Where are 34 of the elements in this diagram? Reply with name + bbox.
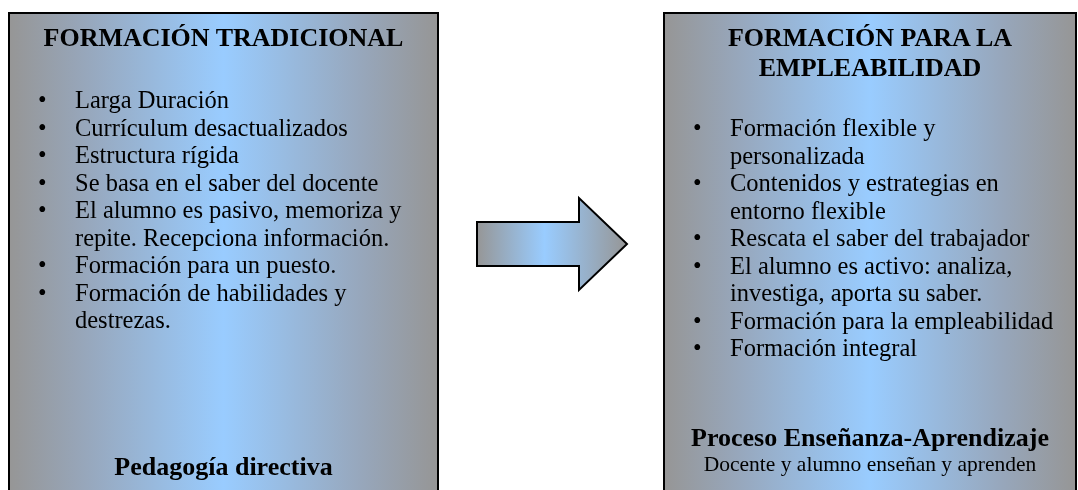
- bullet-item: Estructura rígida: [75, 141, 239, 168]
- bullet-marker: •: [693, 114, 702, 142]
- bullet-marker: •: [693, 306, 702, 334]
- text-box: [8, 12, 439, 490]
- box-heading: FORMACIÓN PARA LA EMPLEABILIDAD: [726, 23, 1014, 83]
- bullet-item: Larga Duración: [75, 86, 229, 113]
- footer-heading: Pedagogía directiva: [113, 452, 334, 482]
- bullet-item: Formación integral: [730, 334, 918, 361]
- bullet-item: Currículum desactualizados: [75, 113, 348, 141]
- bullet-marker: •: [38, 86, 47, 114]
- bullet-marker: •: [38, 196, 47, 224]
- text-box: [663, 12, 1077, 490]
- bullet-marker: •: [693, 334, 702, 362]
- bullet-item: Formación flexible y personalizada: [730, 114, 936, 169]
- bullet-marker: •: [38, 113, 47, 141]
- bullet-item: Formación para un puesto.: [75, 251, 337, 278]
- bullet-marker: •: [693, 251, 702, 279]
- bullet-item: Rescata el saber del trabajador: [730, 224, 1030, 251]
- bullet-item: El alumno es activo: analiza, investiga, aporta su saber.: [730, 251, 1013, 306]
- bullet-marker: •: [38, 168, 47, 196]
- footer-heading: Proceso Enseñanza-Aprendizaje: [690, 423, 1050, 453]
- bullet-marker: •: [38, 141, 47, 169]
- block-arrow: [476, 195, 629, 293]
- bullet-item: Se basa en el saber del docente: [75, 168, 379, 196]
- bullet-item: Formación de habilidades y destrezas.: [75, 278, 347, 333]
- bullet-marker: •: [693, 169, 702, 197]
- bullet-marker: •: [38, 251, 47, 279]
- box-heading: FORMACIÓN TRADICIONAL: [42, 23, 405, 53]
- bullet-item: El alumno es pasivo, memoriza y repite. Recepciona información.: [75, 196, 402, 251]
- footer-note: Docente y alumno enseñan y aprenden: [702, 453, 1038, 475]
- bullet-item: Formación para la empleabilidad: [730, 306, 1054, 334]
- bullet-marker: •: [38, 278, 47, 306]
- bullet-marker: •: [693, 224, 702, 252]
- bullet-item: Contenidos y estrategias en entorno flexible: [730, 169, 999, 224]
